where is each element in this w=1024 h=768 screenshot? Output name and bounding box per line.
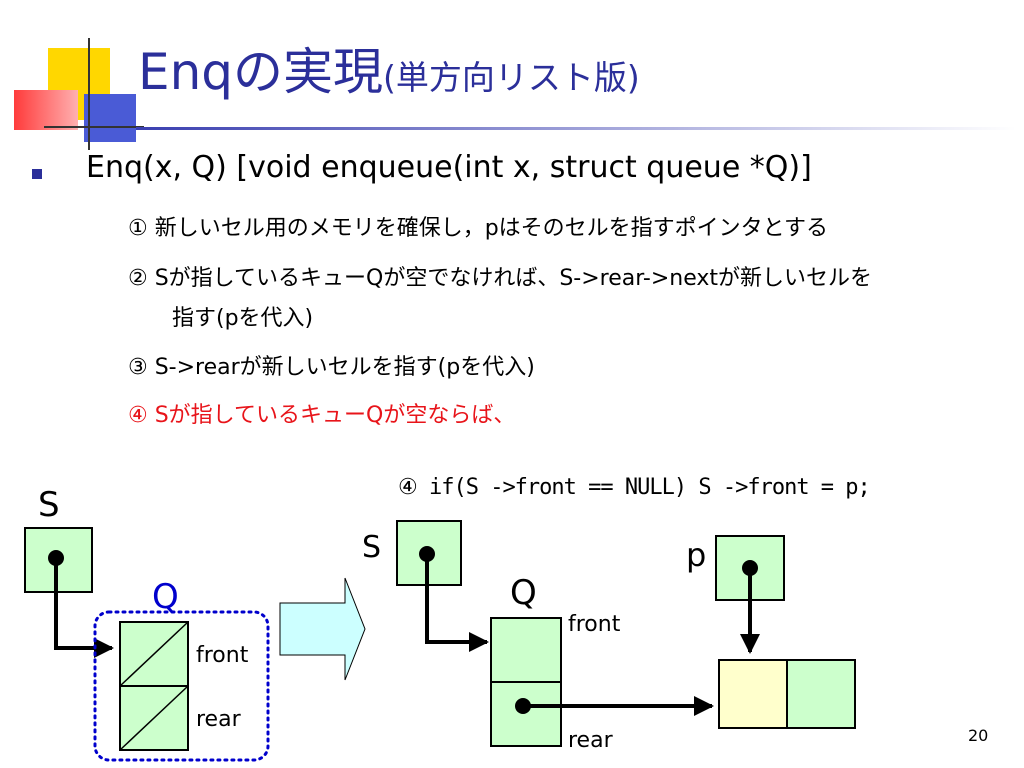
right-rear-cell [490, 681, 562, 747]
step-3: ③ S->rearが新しいセルを指す(pを代入) [128, 355, 535, 380]
bullet-marker [32, 169, 42, 179]
left-q-label: Q [152, 577, 179, 617]
left-s-arrow [54, 558, 114, 658]
step-2: ② Sが指しているキューQが空でなければ、S->rear->nextが新しいセル… [128, 266, 873, 291]
left-front-null [119, 621, 189, 687]
left-queue-outline [93, 610, 270, 762]
right-q-label: Q [510, 573, 537, 613]
transition-arrow [279, 577, 366, 681]
right-p-label: p [686, 536, 706, 574]
right-rear-label: rear [568, 728, 614, 753]
code-line: ④ if(S ->front == NULL) S ->front = p; [398, 475, 871, 500]
step-1: ① 新しいセル用のメモリを確保し，pはそのセルを指すポインタとする [128, 216, 829, 241]
page-number: 20 [968, 726, 989, 745]
right-s-label: S [362, 530, 381, 565]
new-cell-data [718, 659, 788, 729]
new-cell-next [786, 659, 856, 729]
left-s-label: S [38, 485, 60, 525]
title-sub: (単方向リスト版) [383, 58, 640, 97]
right-front-label: front [568, 612, 621, 637]
title-main: Enqの実現 [138, 43, 384, 101]
step-2-cont: 指す(pを代入) [172, 306, 314, 331]
left-rear-null [119, 685, 189, 751]
left-rear-label: rear [196, 707, 242, 732]
left-front-label: front [196, 643, 249, 668]
right-s-arrow [425, 554, 489, 652]
bullet-text: Enq(x, Q) [void enqueue(int x, struct qu… [86, 150, 812, 185]
right-front-cell [490, 617, 562, 683]
step-4: ④ Sが指しているキューQが空ならば、 [128, 403, 516, 428]
slide-title: Enqの実現(単方向リスト版) [138, 32, 640, 104]
